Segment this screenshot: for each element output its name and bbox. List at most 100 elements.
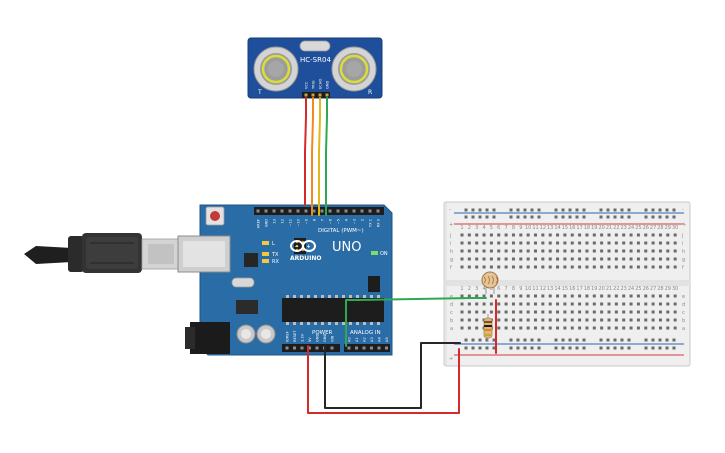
- row-label: b: [682, 318, 685, 324]
- breadboard-hole: [629, 326, 633, 330]
- breadboard-hole: [467, 318, 471, 322]
- rail-hole: [658, 338, 662, 342]
- breadboard-hole: [504, 326, 508, 330]
- digital-pin-label: ~3: [353, 219, 357, 224]
- arduino-board: L TX RX ON − + ARDUINO UNO DIGITAL (PWM~…: [177, 204, 393, 356]
- digital-pin-label: ~11: [289, 219, 293, 227]
- breadboard-hole: [600, 241, 604, 245]
- header-pin: [336, 209, 340, 213]
- row-label: g: [450, 257, 453, 263]
- breadboard-hole: [526, 249, 530, 253]
- breadboard-hole: [504, 233, 508, 237]
- rail-hole: [599, 338, 603, 342]
- sensor-pin: [318, 93, 322, 97]
- column-label: 1: [460, 225, 463, 231]
- chip-pin: [286, 322, 289, 325]
- rail-hole: [644, 208, 648, 212]
- rail-hole: [485, 215, 489, 219]
- breadboard-hole: [607, 249, 611, 253]
- arduino-logo: − +: [290, 240, 316, 252]
- column-label: 2: [468, 225, 471, 231]
- breadboard-hole: [460, 265, 464, 269]
- column-label: 19: [591, 286, 597, 292]
- column-label: 8: [512, 225, 515, 231]
- column-label: 23: [621, 286, 627, 292]
- analog-header: [344, 344, 390, 352]
- breadboard-hole: [534, 294, 537, 298]
- rail-hole: [516, 208, 520, 212]
- breadboard-hole: [534, 257, 537, 261]
- breadboard-hole: [467, 241, 471, 245]
- column-label: 9: [519, 286, 522, 292]
- rail-hole: [620, 215, 624, 219]
- chip-pin: [300, 295, 303, 298]
- breadboard-hole: [600, 294, 604, 298]
- rail-hole: [516, 346, 520, 350]
- breadboard-hole: [570, 249, 574, 253]
- breadboard-hole: [541, 326, 545, 330]
- breadboard-hole: [534, 241, 537, 245]
- breadboard-hole: [497, 249, 501, 253]
- breadboard-hole: [666, 326, 670, 330]
- rail-hole: [471, 215, 475, 219]
- row-label: h: [682, 249, 685, 255]
- breadboard-hole: [629, 257, 633, 261]
- breadboard-hole: [629, 310, 633, 314]
- column-label: 26: [643, 286, 649, 292]
- breadboard-hole: [658, 233, 662, 237]
- digital-pin-label: ~6: [329, 218, 333, 224]
- column-label: 24: [628, 225, 634, 231]
- breadboard-hole: [497, 318, 501, 322]
- chip-pin: [356, 322, 359, 325]
- column-label: 14: [554, 225, 560, 231]
- breadboard-hole: [519, 318, 523, 322]
- breadboard-hole: [629, 249, 633, 253]
- column-label: 10: [525, 225, 531, 231]
- breadboard-hole: [666, 265, 670, 269]
- breadboard-hole: [497, 241, 501, 245]
- breadboard-hole: [534, 302, 537, 306]
- breadboard-hole: [607, 265, 611, 269]
- breadboard-hole: [526, 241, 530, 245]
- column-label: 12: [540, 286, 546, 292]
- analog-pin-label: A5: [385, 337, 389, 342]
- chip-pin: [349, 295, 352, 298]
- header-pin: [315, 346, 319, 350]
- breadboard-hole: [526, 318, 530, 322]
- breadboard-hole: [489, 310, 493, 314]
- breadboard-hole: [563, 265, 567, 269]
- rail-hole: [575, 215, 579, 219]
- wire-gnd: [324, 342, 461, 409]
- rail-minus-label-top-right: -: [682, 207, 684, 213]
- breadboard-hole: [467, 326, 471, 330]
- breadboard-hole: [482, 249, 486, 253]
- breadboard-hole: [629, 241, 633, 245]
- rail-hole: [509, 346, 513, 350]
- rail-hole: [658, 215, 662, 219]
- rail-hole: [672, 338, 676, 342]
- header-pin: [320, 209, 324, 213]
- breadboard-hole: [622, 233, 626, 237]
- breadboard-hole: [563, 326, 567, 330]
- rail-hole: [530, 346, 534, 350]
- breadboard-hole: [644, 265, 648, 269]
- rail-hole: [651, 208, 655, 212]
- breadboard-hole: [622, 241, 626, 245]
- breadboard-hole: [644, 241, 648, 245]
- breadboard-hole: [614, 249, 618, 253]
- chip-pin: [356, 295, 359, 298]
- breadboard-hole: [460, 326, 464, 330]
- breadboard-hole: [570, 294, 574, 298]
- breadboard-hole: [629, 233, 633, 237]
- breadboard-hole: [519, 302, 523, 306]
- resistor: [483, 314, 493, 342]
- breadboard-hole: [563, 310, 567, 314]
- breadboard-hole: [644, 233, 648, 237]
- column-label: 22: [613, 225, 619, 231]
- breadboard-hole: [526, 302, 530, 306]
- rail-hole: [509, 208, 513, 212]
- row-label: a: [450, 326, 453, 332]
- rail-hole: [492, 346, 496, 350]
- breadboard-hole: [570, 233, 574, 237]
